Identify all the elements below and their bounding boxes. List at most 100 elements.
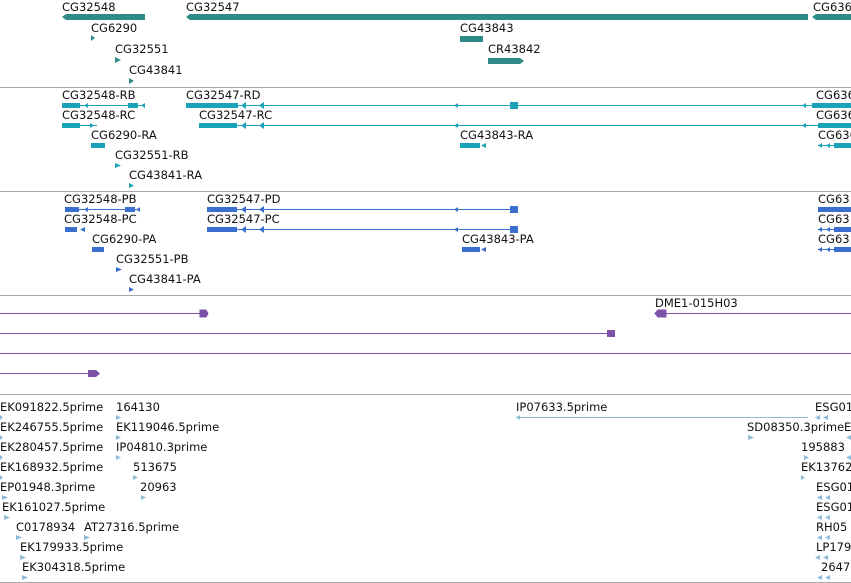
- transcript-cg636-c[interactable]: [818, 143, 851, 148]
- transcript-label-cg32548-rb[interactable]: CG32548-RB: [62, 88, 136, 102]
- gene-feature-cr43842[interactable]: [488, 58, 524, 64]
- est-label-ip04810[interactable]: IP04810.3prime: [116, 440, 208, 454]
- protein-label-cg6290-pa[interactable]: CG6290-PA: [92, 232, 157, 246]
- est-label-esg01-c[interactable]: ESG01: [816, 500, 851, 514]
- gene-feature-cg32547[interactable]: [186, 14, 808, 20]
- gene-label-cg6290[interactable]: CG6290: [91, 21, 138, 35]
- est-row-4[interactable]: [0, 475, 805, 480]
- est-label-ek13762[interactable]: EK13762: [801, 460, 851, 474]
- transcript-cg32547-rc[interactable]: [199, 122, 851, 129]
- gene-feature-cg32548[interactable]: [62, 14, 145, 20]
- transcript-cg32548-rc[interactable]: [62, 123, 97, 128]
- est-label-195883[interactable]: 195883: [801, 440, 845, 454]
- transcript-label-cg32551-rb[interactable]: CG32551-RB: [115, 148, 189, 162]
- transcript-label-cg636-b[interactable]: CG636: [816, 108, 851, 122]
- est-row-5[interactable]: [2, 495, 830, 500]
- clone-feature-1[interactable]: [0, 309, 209, 318]
- protein-cg32548-pb[interactable]: [65, 207, 140, 212]
- gene-label-cg32551[interactable]: CG32551: [115, 42, 169, 56]
- est-label-ek168932[interactable]: EK168932.5prime: [0, 460, 104, 474]
- est-label-2647[interactable]: 2647: [821, 560, 851, 574]
- gene-label-cg32547[interactable]: CG32547: [186, 0, 240, 14]
- gene-feature-cg43843[interactable]: [460, 36, 483, 42]
- est-label-ek304318[interactable]: EK304318.5prime: [22, 560, 126, 574]
- est-label-ek161027[interactable]: EK161027.5prime: [2, 500, 106, 514]
- protein-cg43841-pa[interactable]: [129, 287, 134, 292]
- est-row-3[interactable]: [0, 455, 851, 460]
- est-row-8[interactable]: [20, 555, 828, 560]
- est-label-164130[interactable]: 164130: [116, 400, 160, 414]
- protein-label-cg63-a[interactable]: CG63: [818, 192, 850, 206]
- est-row-6[interactable]: [4, 515, 830, 520]
- est-label-esg01-a[interactable]: ESG01: [815, 400, 851, 414]
- est-label-lp179[interactable]: LP179: [816, 540, 851, 554]
- transcript-cg32548-rb[interactable]: [62, 103, 145, 108]
- protein-label-cg32551-pb[interactable]: CG32551-PB: [116, 252, 189, 266]
- est-label-sd08350[interactable]: SD08350.3prime: [747, 420, 845, 434]
- clone-feature-dme1-015h03[interactable]: [654, 309, 851, 318]
- gene-label-cg43841[interactable]: CG43841: [129, 63, 183, 77]
- gene-label-cg32548[interactable]: CG32548: [62, 0, 116, 14]
- transcript-label-cg43841-ra[interactable]: CG43841-RA: [129, 168, 203, 182]
- est-label-ek280457[interactable]: EK280457.5prime: [0, 440, 104, 454]
- transcript-label-cg43843-ra[interactable]: CG43843-RA: [460, 128, 534, 142]
- est-label-ek119046[interactable]: EK119046.5prime: [116, 420, 220, 434]
- est-label-ek246755[interactable]: EK246755.5prime: [0, 420, 104, 434]
- transcript-label-cg32547-rd[interactable]: CG32547-RD: [186, 88, 261, 102]
- est-row-7[interactable]: [16, 535, 830, 540]
- protein-cg43843-pa[interactable]: [462, 247, 486, 252]
- transcript-cg6290-ra[interactable]: [91, 143, 105, 148]
- est-label-at27316[interactable]: AT27316.5prime: [84, 520, 180, 534]
- protein-cg63-b[interactable]: [818, 227, 851, 232]
- est-row-9[interactable]: [22, 575, 830, 580]
- protein-label-cg63-c[interactable]: CG63: [818, 232, 850, 246]
- protein-cg63-c[interactable]: [818, 247, 851, 252]
- transcript-label-cg6290-ra[interactable]: CG6290-RA: [91, 128, 157, 142]
- transcript-cg32547-rd[interactable]: [186, 102, 851, 109]
- clone-feature-4[interactable]: [0, 370, 100, 377]
- protein-label-cg32547-pc[interactable]: CG32547-PC: [207, 212, 280, 226]
- transcript-label-cg636-a[interactable]: CG636: [816, 88, 851, 102]
- gene-feature-cg43841[interactable]: [129, 78, 134, 84]
- protein-label-cg43843-pa[interactable]: CG43843-PA: [462, 232, 534, 246]
- protein-cg32547-pc[interactable]: [207, 226, 518, 233]
- gene-feature-cg6290[interactable]: [91, 35, 95, 41]
- clone-feature-2[interactable]: [0, 330, 615, 337]
- est-label-esg01-b[interactable]: ESG01: [816, 480, 851, 494]
- gene-feature-cg32551[interactable]: [115, 57, 121, 63]
- genes-track: CG32548 CG32547 CG636 CG6290 CG43843 CG3…: [0, 0, 851, 87]
- est-label-e[interactable]: E: [844, 420, 851, 434]
- est-label-ek179933[interactable]: EK179933.5prime: [20, 540, 124, 554]
- protein-label-cg43841-pa[interactable]: CG43841-PA: [129, 272, 201, 286]
- est-label-ip07633[interactable]: IP07633.5prime: [516, 400, 608, 414]
- protein-cg32548-pc[interactable]: [65, 227, 85, 232]
- protein-cg6290-pa[interactable]: [92, 247, 104, 252]
- protein-label-cg63-b[interactable]: CG63: [818, 212, 850, 226]
- transcript-label-cg32547-rc[interactable]: CG32547-RC: [199, 108, 273, 122]
- est-row-1[interactable]: [0, 415, 828, 420]
- ests-glyphs: [0, 415, 851, 580]
- est-row-2[interactable]: [0, 435, 851, 440]
- protein-label-cg32548-pc[interactable]: CG32548-PC: [64, 212, 137, 226]
- protein-cg32551-pb[interactable]: [116, 267, 122, 272]
- est-label-20963[interactable]: 20963: [140, 480, 177, 494]
- gene-label-cg636[interactable]: CG636: [813, 0, 851, 14]
- gene-label-cg43843[interactable]: CG43843: [460, 21, 514, 35]
- est-label-513675[interactable]: 513675: [133, 460, 177, 474]
- est-label-ek091822[interactable]: EK091822.5prime: [0, 400, 104, 414]
- est-label-ep01948[interactable]: EP01948.3prime: [0, 480, 96, 494]
- transcript-cg43843-ra[interactable]: [460, 143, 486, 148]
- protein-cg32547-pd[interactable]: [207, 206, 518, 213]
- transcript-cg43841-ra[interactable]: [129, 183, 134, 188]
- gene-label-cr43842[interactable]: CR43842: [488, 42, 541, 56]
- transcript-label-cg32548-rc[interactable]: CG32548-RC: [62, 108, 136, 122]
- transcript-cg32551-rb[interactable]: [115, 163, 121, 168]
- protein-cg63-a[interactable]: [818, 207, 851, 212]
- transcript-label-cg636-c[interactable]: CG636: [818, 128, 851, 142]
- gene-feature-cg636[interactable]: [812, 14, 851, 20]
- est-label-rh05[interactable]: RH05: [816, 520, 848, 534]
- protein-label-cg32548-pb[interactable]: CG32548-PB: [64, 192, 137, 206]
- clone-label-dme1-015h03[interactable]: DME1-015H03: [655, 296, 738, 310]
- est-label-c0178934[interactable]: C0178934: [16, 520, 76, 534]
- protein-label-cg32547-pd[interactable]: CG32547-PD: [207, 192, 281, 206]
